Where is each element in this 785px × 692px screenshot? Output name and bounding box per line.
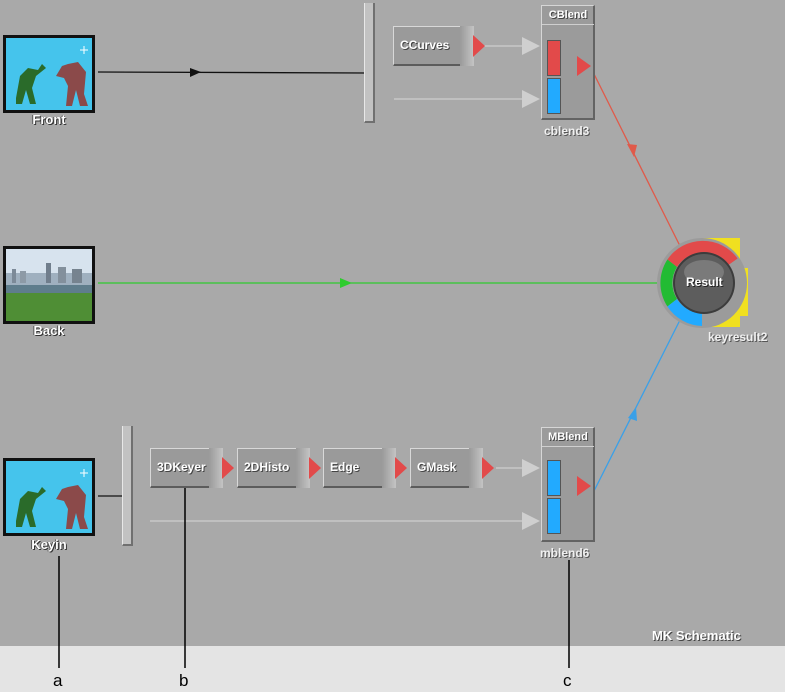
bar-to-mblend-arrow (522, 512, 540, 530)
mblend-key-input[interactable] (547, 460, 561, 496)
back-clip-thumbnail[interactable] (3, 246, 95, 324)
front-link (97, 71, 367, 74)
upper-branch-bar[interactable] (364, 3, 375, 123)
lower-branch-bar[interactable] (122, 426, 133, 546)
2dhisto-output-tab[interactable] (309, 457, 321, 479)
schematic-title: MK Schematic (652, 628, 741, 643)
2dhisto-node[interactable]: 2DHisto (237, 448, 321, 488)
ccurves-node-label: CCurves (400, 38, 450, 52)
cblend-to-result-link (591, 69, 681, 247)
front-clip-label: Front (32, 112, 66, 127)
mblend-to-result-arrow (628, 407, 637, 421)
keyin-clip-label: Keyin (31, 537, 67, 552)
result-node[interactable] (657, 238, 748, 328)
result-blue-input (667, 299, 702, 326)
edge-node[interactable]: Edge (323, 448, 407, 488)
cblend-back-input[interactable] (547, 78, 561, 114)
ccurves-output-tab[interactable] (473, 35, 485, 57)
edge-node-label: Edge (330, 460, 360, 474)
result-name: keyresult2 (708, 330, 768, 344)
back-clip-label: Back (33, 323, 65, 338)
ccurves-node[interactable]: CCurves (393, 26, 485, 66)
mblend-output-tab[interactable] (577, 476, 591, 496)
cblend-node[interactable]: CBlend (541, 5, 595, 120)
callout-b: b (179, 671, 189, 690)
callout-a: a (53, 671, 63, 690)
callout-c: c (563, 671, 572, 690)
front-link-arrow (190, 68, 201, 77)
result-red-input (667, 240, 738, 267)
gmask-to-mblend-arrow (522, 459, 540, 477)
cblend-title: CBlend (542, 6, 594, 25)
3dkeyer-node[interactable]: 3DKeyer (150, 448, 234, 488)
gmask-node-label: GMask (417, 460, 457, 474)
mblend-name: mblend6 (540, 546, 590, 560)
cblend-output-tab[interactable] (577, 56, 591, 76)
result-label: Result (686, 275, 723, 289)
cblend-name: cblend3 (544, 124, 590, 138)
gmask-output-tab[interactable] (482, 457, 494, 479)
keyin-clip-thumbnail[interactable] (3, 458, 95, 536)
2dhisto-node-label: 2DHisto (244, 460, 290, 474)
back-link-arrow (340, 278, 352, 288)
edge-output-tab[interactable] (395, 457, 407, 479)
cblend-front-input[interactable] (547, 40, 561, 76)
gmask-node[interactable]: GMask (410, 448, 494, 488)
back-clip-image (6, 249, 92, 321)
3dkeyer-output-tab[interactable] (222, 457, 234, 479)
mblend-node[interactable]: MBlend (541, 427, 595, 542)
callout-strip (0, 646, 785, 692)
front-clip-thumbnail[interactable] (3, 35, 95, 113)
result-green-input (660, 259, 677, 307)
3dkeyer-node-label: 3DKeyer (157, 460, 206, 474)
ccurves-to-cblend-arrow (522, 37, 540, 55)
front-clip-image (6, 38, 92, 110)
cblend-to-result-arrow (627, 144, 637, 157)
mblend-title: MBlend (542, 428, 594, 447)
keyin-clip-image (6, 461, 92, 533)
mblend-matte-input[interactable] (547, 498, 561, 534)
bar-to-cblend-arrow (522, 90, 540, 108)
